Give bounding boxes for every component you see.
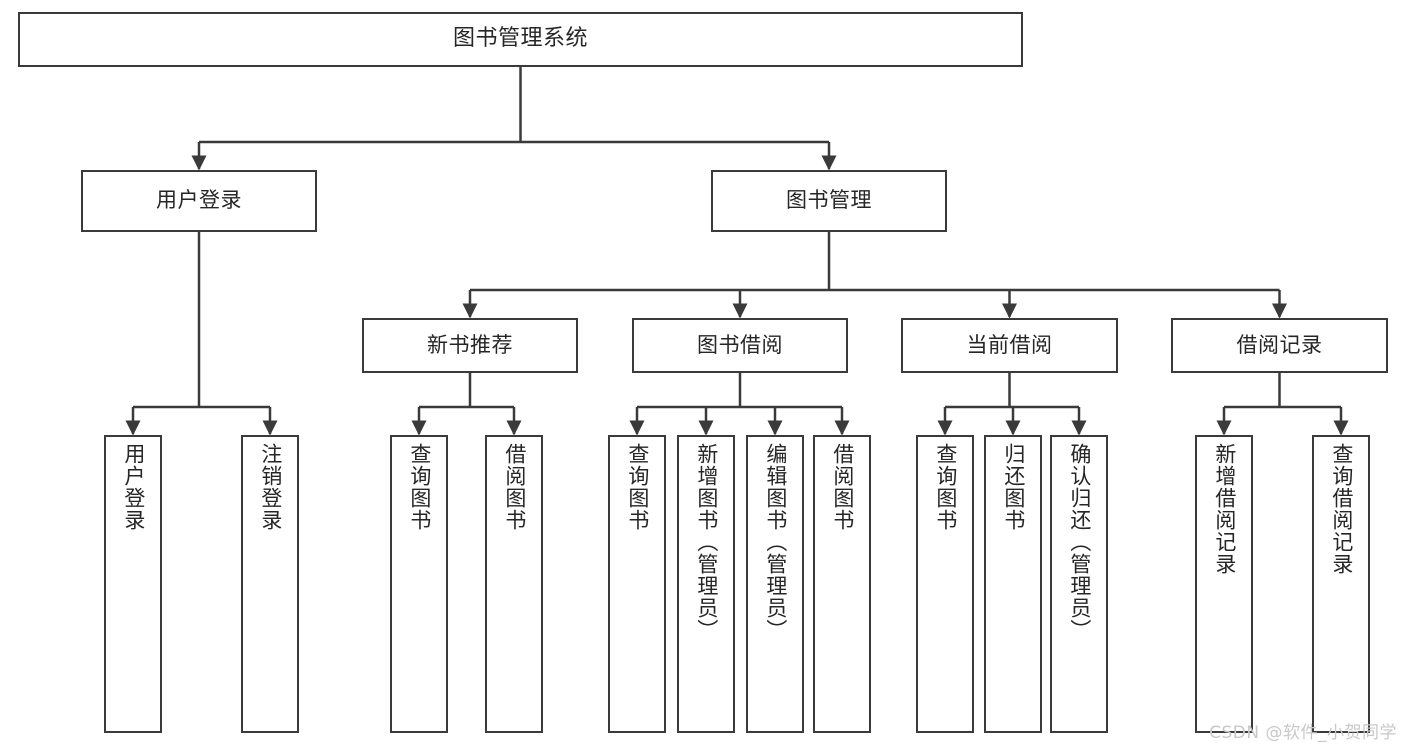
node-label: 注销登录 — [258, 443, 283, 531]
node-label: 新书推荐 — [427, 332, 513, 357]
node-label: 借阅记录 — [1236, 332, 1323, 357]
node-label: 用户登录 — [156, 188, 242, 213]
node-leaf-query-record: 查询借阅记录 — [1312, 435, 1370, 733]
node-leaf-confirm-return: 确认归还（管理员） — [1050, 435, 1108, 733]
node-label: 借阅图书 — [830, 443, 855, 531]
node-new-book-recommend: 新书推荐 — [362, 318, 578, 373]
node-book-borrow: 图书借阅 — [632, 318, 848, 373]
node-user-login: 用户登录 — [81, 170, 317, 232]
node-leaf-edit-book: 编辑图书（管理员） — [746, 435, 804, 733]
node-leaf-query-book-3: 查询图书 — [916, 435, 974, 733]
node-label: 用户登录 — [121, 443, 146, 531]
node-label: 查询图书 — [933, 443, 958, 531]
node-leaf-logout: 注销登录 — [241, 435, 299, 733]
node-current-borrow: 当前借阅 — [901, 318, 1118, 373]
watermark-credit: CSDN @软件_小贺同学 — [1209, 723, 1397, 743]
node-leaf-user-login: 用户登录 — [104, 435, 162, 733]
node-leaf-query-book-2: 查询图书 — [608, 435, 666, 733]
node-leaf-return-book: 归还图书 — [984, 435, 1042, 733]
node-label: 查询图书 — [625, 443, 650, 531]
node-leaf-query-book-1: 查询图书 — [390, 435, 448, 733]
node-label: 新增借阅记录 — [1212, 443, 1237, 575]
node-label: 图书借阅 — [697, 332, 783, 357]
node-label: 借阅图书 — [502, 443, 527, 531]
node-book-manage: 图书管理 — [711, 170, 947, 232]
node-leaf-add-book: 新增图书（管理员） — [677, 435, 735, 733]
node-label: 确认归还（管理员） — [1067, 443, 1092, 641]
node-leaf-add-record: 新增借阅记录 — [1195, 435, 1253, 733]
node-leaf-borrow-book-2: 借阅图书 — [813, 435, 871, 733]
node-label: 图书管理 — [786, 188, 872, 213]
edges-group — [125, 67, 1349, 436]
node-label: 归还图书 — [1001, 443, 1026, 531]
node-label: 新增图书（管理员） — [694, 443, 719, 641]
node-leaf-borrow-book-1: 借阅图书 — [485, 435, 543, 733]
node-label: 查询图书 — [407, 443, 432, 531]
node-label: 查询借阅记录 — [1329, 443, 1354, 575]
node-label: 图书管理系统 — [452, 26, 588, 52]
node-label: 当前借阅 — [966, 332, 1053, 357]
node-borrow-record: 借阅记录 — [1171, 318, 1388, 373]
node-root: 图书管理系统 — [18, 12, 1023, 67]
node-label: 编辑图书（管理员） — [763, 443, 788, 641]
